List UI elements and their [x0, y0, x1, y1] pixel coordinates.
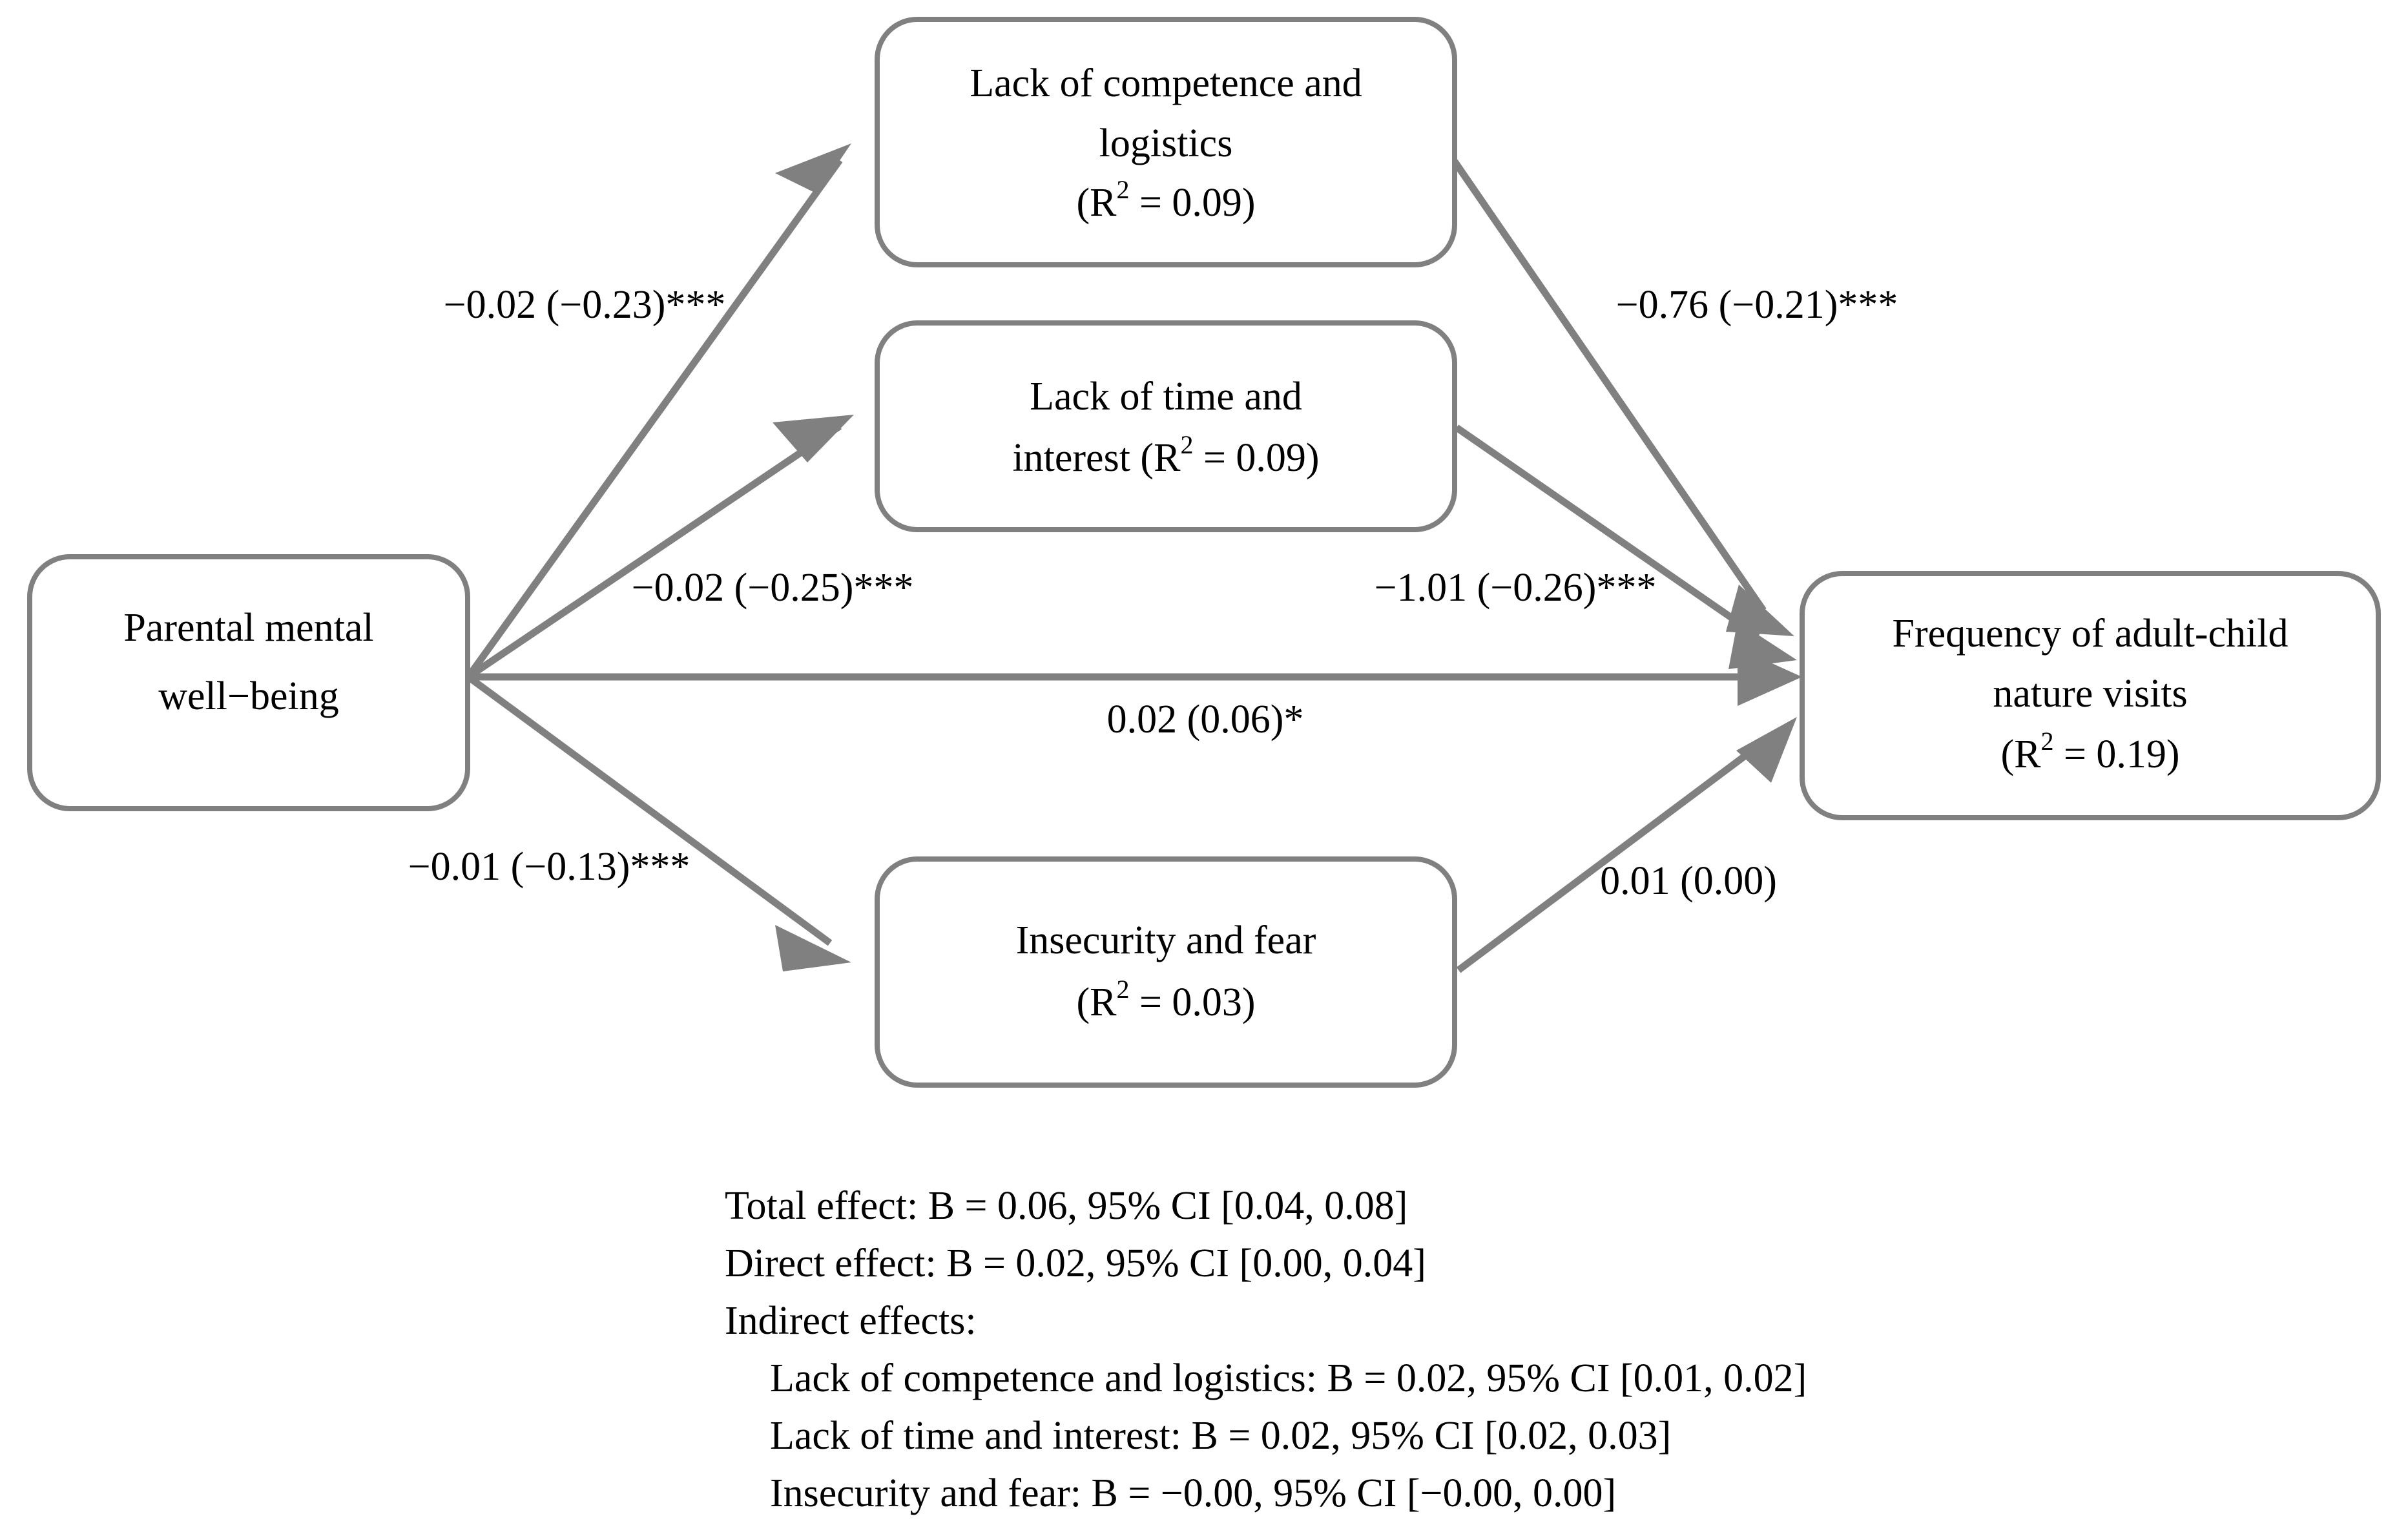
- edge-a1-line: [465, 158, 843, 679]
- edge-a2-arrowhead: [773, 415, 854, 462]
- outcome-box[interactable]: [1800, 571, 2381, 820]
- edge-label-b2: −1.01 (−0.26)***: [1375, 566, 1657, 610]
- edge-a3-line: [466, 674, 833, 946]
- caption-direct-effect: Direct effect: B = 0.02, 95% CI [0.00, 0…: [725, 1241, 1426, 1285]
- edge-a2: [466, 415, 854, 680]
- mediator-middle-label-line-2: interest (R2 = 0.09): [1012, 430, 1319, 480]
- edge-label-b1: −0.76 (−0.21)***: [1616, 283, 1898, 327]
- edge-label-a2: −0.02 (−0.25)***: [632, 566, 914, 610]
- edge-b3-arrowhead: [1736, 717, 1797, 783]
- predictor-label-line-1: Parental mental: [123, 606, 373, 650]
- edge-b1: [1451, 159, 1794, 636]
- outcome-r2: (R2 = 0.19): [2000, 727, 2179, 776]
- edge-b3: [1456, 717, 1797, 973]
- mediator-top-box[interactable]: [875, 17, 1457, 267]
- edge-b3-line: [1456, 741, 1763, 973]
- edge-a3-arrowhead: [775, 925, 851, 971]
- edge-a1-arrowhead: [775, 143, 851, 194]
- caption-indirect-effects-heading: Indirect effects:: [725, 1299, 977, 1343]
- mediator-top-r2: (R2 = 0.09): [1076, 175, 1255, 225]
- mediator-top-label-line-1: Lack of competence and: [970, 61, 1362, 105]
- edge-b2-arrowhead: [1728, 621, 1797, 669]
- mediator-top-label-line-2: logistics: [1099, 121, 1233, 165]
- caption-indirect-competence: Lack of competence and logistics: B = 0.…: [770, 1356, 1807, 1400]
- mediator-middle-box[interactable]: [875, 320, 1457, 532]
- node-lack-of-competence-and-logistics[interactable]: Lack of competence and logistics (R2 = 0…: [875, 17, 1457, 267]
- node-insecurity-and-fear[interactable]: Insecurity and fear (R2 = 0.03): [875, 856, 1457, 1088]
- caption-indirect-insecurity: Insecurity and fear: B = −0.00, 95% CI […: [770, 1471, 1616, 1515]
- mediator-bottom-r2: (R2 = 0.03): [1076, 975, 1255, 1024]
- edge-label-a1: −0.02 (−0.23)***: [444, 283, 726, 327]
- caption-indirect-time: Lack of time and interest: B = 0.02, 95%…: [770, 1414, 1671, 1458]
- node-parental-mental-wellbeing[interactable]: Parental mental well−being: [27, 554, 470, 811]
- caption-total-effect: Total effect: B = 0.06, 95% CI [0.04, 0.…: [725, 1184, 1407, 1228]
- edge-a3: [466, 674, 851, 971]
- outcome-label-line-2: nature visits: [1993, 672, 2187, 716]
- predictor-label-line-2: well−being: [158, 674, 338, 718]
- edge-label-c-prime: 0.02 (0.06)*: [1107, 698, 1304, 741]
- edge-a1: [465, 143, 851, 679]
- effects-caption: Total effect: B = 0.06, 95% CI [0.04, 0.…: [725, 1184, 1807, 1515]
- mediator-middle-label-line-1: Lack of time and: [1030, 375, 1302, 419]
- mediator-bottom-label-line-1: Insecurity and fear: [1016, 918, 1316, 962]
- node-frequency-of-adult-child-nature-visits[interactable]: Frequency of adult-child nature visits (…: [1800, 571, 2381, 820]
- edge-a2-line: [466, 423, 842, 680]
- edge-b1-line: [1451, 159, 1767, 613]
- outcome-label-line-1: Frequency of adult-child: [1893, 612, 2289, 656]
- edge-b1-arrowhead: [1726, 585, 1794, 636]
- mediator-bottom-box[interactable]: [875, 856, 1457, 1088]
- edge-b2-line: [1454, 424, 1761, 639]
- edge-b2: [1454, 424, 1797, 669]
- edge-label-b3: 0.01 (0.00): [1600, 859, 1777, 903]
- predictor-box[interactable]: [27, 554, 470, 811]
- node-lack-of-time-and-interest[interactable]: Lack of time and interest (R2 = 0.09): [875, 320, 1457, 532]
- edge-label-a3: −0.01 (−0.13)***: [408, 845, 690, 889]
